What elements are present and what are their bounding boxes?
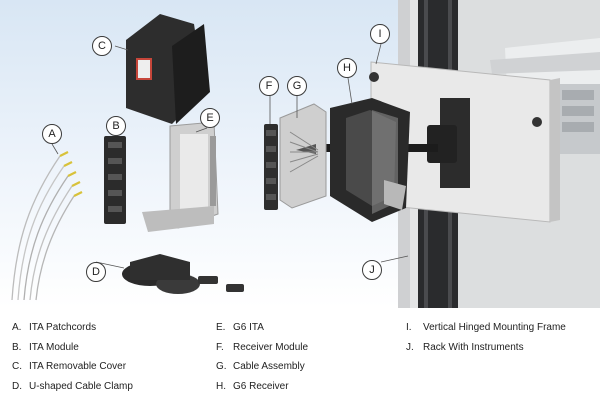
diagram-svg — [11, 0, 600, 308]
callout-i: I — [370, 24, 390, 44]
legend-item-b: B. ITA Module — [12, 338, 133, 358]
legend-item-i: I. Vertical Hinged Mounting Frame — [406, 318, 566, 338]
callout-g: G — [287, 76, 307, 96]
legend: A. ITA Patchcords B. ITA Module C. ITA Remo… — [0, 308, 600, 402]
legend-label: G6 ITA — [233, 322, 264, 333]
legend-key: D. — [12, 380, 22, 392]
ita-patchcords — [11, 151, 83, 301]
g6-ita — [142, 121, 219, 232]
ita-removable-cover — [126, 14, 210, 124]
legend-key: G. — [216, 361, 227, 372]
legend-item-g: G. Cable Assembly — [216, 357, 308, 377]
callout-f: F — [259, 76, 279, 96]
legend-column-2: E. G6 ITA F. Receiver Module G. Cable Assem… — [216, 318, 308, 396]
legend-label: G6 Receiver — [233, 380, 289, 392]
legend-item-j: J. Rack With Instruments — [406, 338, 566, 358]
legend-key: E. — [216, 322, 226, 333]
callout-b: B — [106, 116, 126, 136]
legend-key: A. — [12, 322, 22, 333]
receiver-module — [264, 124, 278, 210]
legend-label: Rack With Instruments — [423, 341, 524, 353]
legend-key: F. — [216, 341, 224, 353]
legend-item-e: E. G6 ITA — [216, 318, 308, 338]
legend-item-a: A. ITA Patchcords — [12, 318, 133, 338]
legend-label: Cable Assembly — [233, 361, 305, 372]
ita-module — [104, 136, 126, 224]
legend-item-c: C. ITA Removable Cover — [12, 357, 133, 377]
legend-key: C. — [12, 361, 22, 372]
legend-item-f: F. Receiver Module — [216, 338, 308, 358]
legend-label: Receiver Module — [233, 341, 309, 353]
legend-key: H. — [216, 380, 226, 392]
legend-label: U-shaped Cable Clamp — [29, 380, 133, 392]
legend-label: ITA Patchcords — [29, 322, 97, 333]
legend-label: ITA Removable Cover — [29, 361, 127, 372]
vertical-hinged-mounting-frame — [369, 61, 560, 223]
callout-a: A — [42, 124, 62, 144]
legend-label: Vertical Hinged Mounting Frame — [423, 322, 566, 333]
callout-c: C — [92, 36, 112, 56]
legend-key: I. — [406, 322, 412, 333]
callout-j: J — [362, 260, 382, 280]
callout-h: H — [337, 58, 357, 78]
legend-item-d: D. U-shaped Cable Clamp — [12, 377, 133, 397]
legend-column-1: A. ITA Patchcords B. ITA Module C. ITA Remo… — [12, 318, 133, 396]
u-shaped-cable-clamp — [122, 254, 244, 294]
legend-label: ITA Module — [29, 341, 79, 353]
cable-assembly — [279, 103, 327, 209]
g6-receiver — [330, 98, 410, 222]
legend-item-h: H. G6 Receiver — [216, 377, 308, 397]
legend-key: J. — [406, 341, 414, 353]
callout-e: E — [200, 108, 220, 128]
callout-d: D — [86, 262, 106, 282]
legend-key: B. — [12, 341, 22, 353]
legend-column-3: I. Vertical Hinged Mounting Frame J. Rack … — [406, 318, 566, 357]
exploded-diagram: A B C D E F G H I J — [0, 0, 600, 308]
